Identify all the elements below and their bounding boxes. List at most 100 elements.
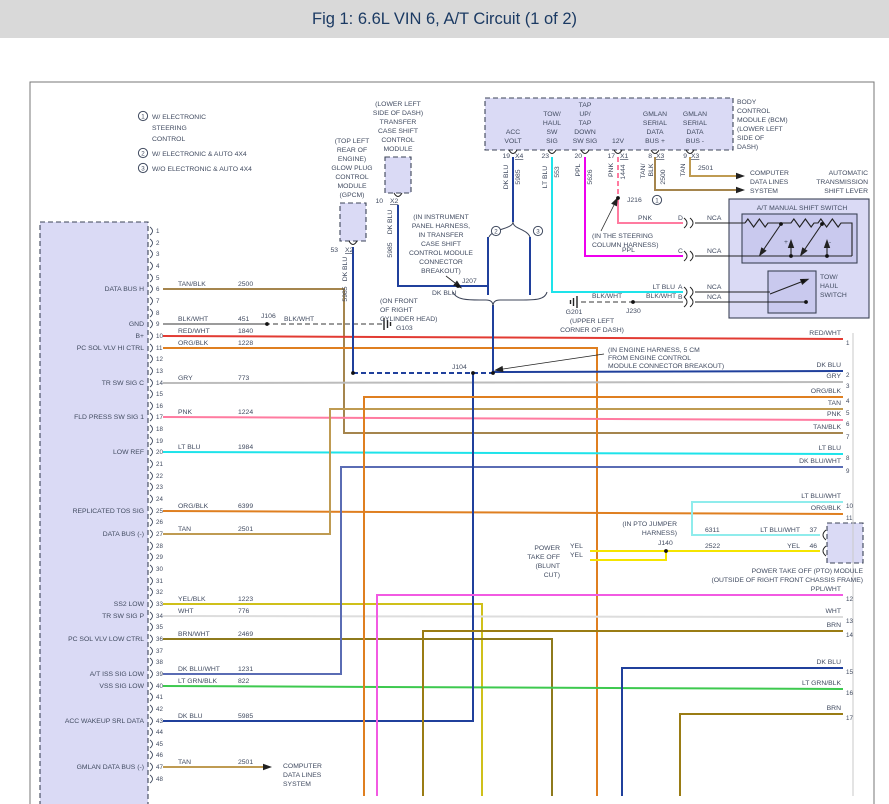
- diagram-label: CONTROL: [381, 137, 414, 144]
- diagram-label: SIDE OF: [737, 135, 764, 142]
- diagram-label: (OUTSIDE OF RIGHT FRONT CHASSIS FRAME): [711, 577, 863, 584]
- diagram-label: 1231: [238, 666, 253, 673]
- diagram-label: 776: [238, 608, 250, 615]
- diagram-label: TAN/BLK: [813, 424, 841, 431]
- diagram-label: TAN: [178, 526, 191, 533]
- diagram-label: CYLINDER HEAD): [380, 316, 437, 323]
- diagram-label: DK BLU: [816, 659, 841, 666]
- junction-dot: [265, 322, 269, 326]
- diagram-label: CONTROL MODULE: [409, 250, 473, 257]
- diagram-label: DK BLU: [178, 713, 203, 720]
- diagram-label: POWER: [534, 545, 560, 552]
- diagram-label: 1840: [238, 328, 253, 335]
- diagram-label: GMLAN DATA BUS (-): [77, 764, 144, 771]
- diagram-label: 3: [156, 251, 160, 258]
- diagram-label: REPLICATED TOS SIG: [73, 508, 144, 515]
- pin-arc-icon: [149, 343, 153, 353]
- diagram-label: X2: [345, 247, 354, 254]
- pin-arc-icon: [149, 249, 153, 259]
- diagram-label: ORG/BLK: [811, 505, 842, 512]
- diagram-label: D: [678, 215, 683, 222]
- pin-arc-icon: [149, 459, 153, 469]
- pin-arc-icon: [149, 599, 153, 609]
- diagram-label: CONNECTOR: [419, 259, 463, 266]
- pin-arc-icon: [149, 622, 153, 632]
- diagram-label: 15: [846, 669, 853, 676]
- diagram-label: BREAKOUT): [421, 268, 461, 275]
- diagram-label: PNK: [608, 163, 615, 177]
- diagram-label: DATA: [686, 129, 704, 136]
- diagram-label: HAUL: [543, 120, 561, 127]
- junction-dot: [779, 222, 783, 226]
- connector-pin-icon: [822, 529, 827, 541]
- diagram-label: 37: [809, 527, 817, 534]
- diagram-label: WHT: [826, 608, 841, 615]
- diagram-label: (IN ENGINE HARNESS, 5 CM: [608, 347, 700, 354]
- diagram-label: TAN: [680, 163, 687, 176]
- diagram-label: 14: [846, 632, 853, 639]
- diagram-label: (LOWER LEFT: [375, 101, 421, 108]
- wire: [584, 157, 683, 257]
- pto-box: [826, 522, 864, 564]
- pin-arc-icon: [149, 389, 153, 399]
- diagram-label: TOW/: [543, 111, 561, 118]
- diagram-label: NCA: [707, 215, 722, 222]
- diagram-label: YEL: [570, 552, 583, 559]
- diagram-label: 7: [846, 434, 850, 441]
- arrow-marker-icon: [823, 239, 831, 248]
- wire: [590, 551, 667, 561]
- junction-dot: [804, 300, 808, 304]
- diagram-label: OF RIGHT: [380, 307, 412, 314]
- diagram-label: 16: [156, 403, 163, 410]
- brace-icon: [488, 221, 514, 238]
- diagram-label: 1223: [238, 596, 253, 603]
- wire: [763, 223, 782, 250]
- diagram-label: 2522: [705, 543, 720, 550]
- diagram-label: 12: [846, 596, 853, 603]
- diagram-label: BUS +: [645, 138, 665, 145]
- diagram-label: MODULE: [383, 146, 413, 153]
- diagram-label: TAN: [828, 400, 841, 407]
- diagram-label: PNK: [827, 411, 841, 418]
- pin-arc-icon: [149, 494, 153, 504]
- diagram-label: W/O ELECTRONIC & AUTO 4X4: [152, 166, 252, 173]
- diagram-label: FLD PRESS SW SIG 1: [74, 414, 144, 421]
- diagram-label: G103: [396, 325, 413, 332]
- diagram-label: BLK/WHT: [284, 316, 314, 323]
- diagram-label: YEL: [570, 543, 583, 550]
- diagram-label: 29: [156, 554, 163, 561]
- pin-arc-icon: [149, 774, 153, 784]
- diagram-label: LT BLU: [542, 166, 549, 189]
- diagram-label: NCA: [707, 284, 722, 291]
- pin-arc-icon: [149, 366, 153, 376]
- diagram-label: 2: [141, 150, 145, 157]
- wire: [163, 347, 598, 796]
- diagram-label: BRN/WHT: [178, 631, 210, 638]
- diagram-label: 5626: [587, 169, 594, 184]
- connector-pin-icon: [348, 240, 358, 245]
- diagram-label: REAR OF: [337, 147, 367, 154]
- pin-arc-icon: [149, 576, 153, 586]
- diagram-label: YEL/BLK: [178, 596, 206, 603]
- wire: [163, 603, 483, 796]
- junction-dot: [664, 549, 668, 553]
- wire: [769, 281, 802, 295]
- diagram-label: NCA: [707, 248, 722, 255]
- pin-arc-icon: [149, 308, 153, 318]
- arrow-marker-icon: [611, 196, 619, 207]
- diagram-label: PNK: [178, 409, 192, 416]
- diagram-label: DK BLU: [342, 257, 349, 282]
- arrow-marker-icon: [736, 186, 745, 194]
- diagram-label: 15: [156, 391, 163, 398]
- diagram-label: (LOWER LEFT: [737, 126, 783, 133]
- diagram-label: SIDE OF DASH): [373, 110, 423, 117]
- diagram-label: BLK/WHT: [178, 316, 208, 323]
- wire: [162, 335, 844, 340]
- wire: [422, 630, 843, 796]
- pin-arc-icon: [149, 296, 153, 306]
- diagram-label: ORG/BLK: [178, 503, 209, 510]
- diagram-label: ENGINE): [338, 156, 366, 163]
- diagram-label: DK BLU/WHT: [178, 666, 220, 673]
- diagram-label: W/ ELECTRONIC: [152, 114, 206, 121]
- diagram-label: ORG/BLK: [811, 388, 842, 395]
